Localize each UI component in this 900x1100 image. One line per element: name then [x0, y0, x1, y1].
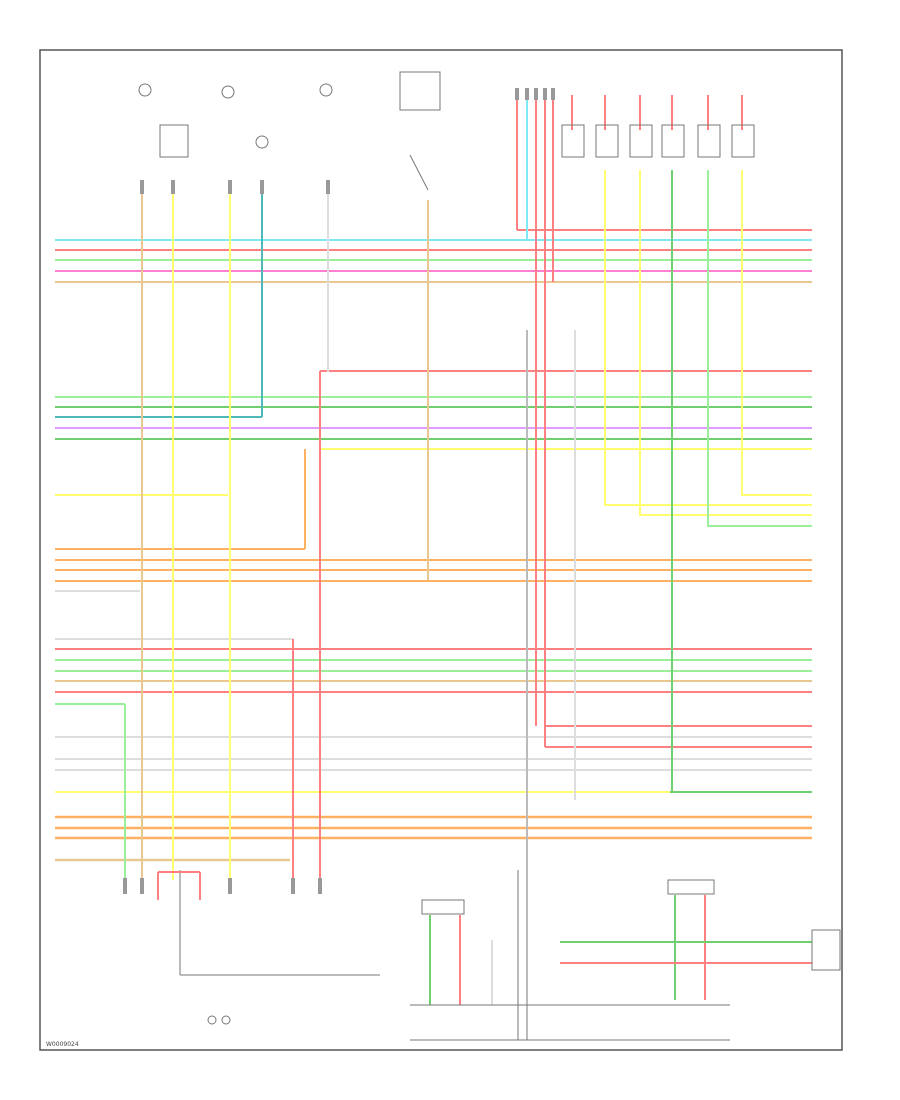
- bus-wires-bottom: [55, 815, 812, 862]
- bus-wires-middle: [55, 370, 812, 496]
- figure-code: W0009024: [46, 1041, 79, 1048]
- bus-wires-lower: [55, 638, 812, 793]
- vertical-wires-left: [124, 180, 429, 880]
- diagram-frame: [39, 49, 843, 1051]
- bottom-components: [157, 870, 841, 1041]
- bus-wires-top: [55, 239, 812, 283]
- connector-pins-bottom: [123, 878, 322, 894]
- top-components: [138, 71, 755, 191]
- bus-wires-orange: [55, 548, 812, 592]
- connector-pins-top: [140, 88, 555, 194]
- vertical-wires-right: [516, 95, 812, 1040]
